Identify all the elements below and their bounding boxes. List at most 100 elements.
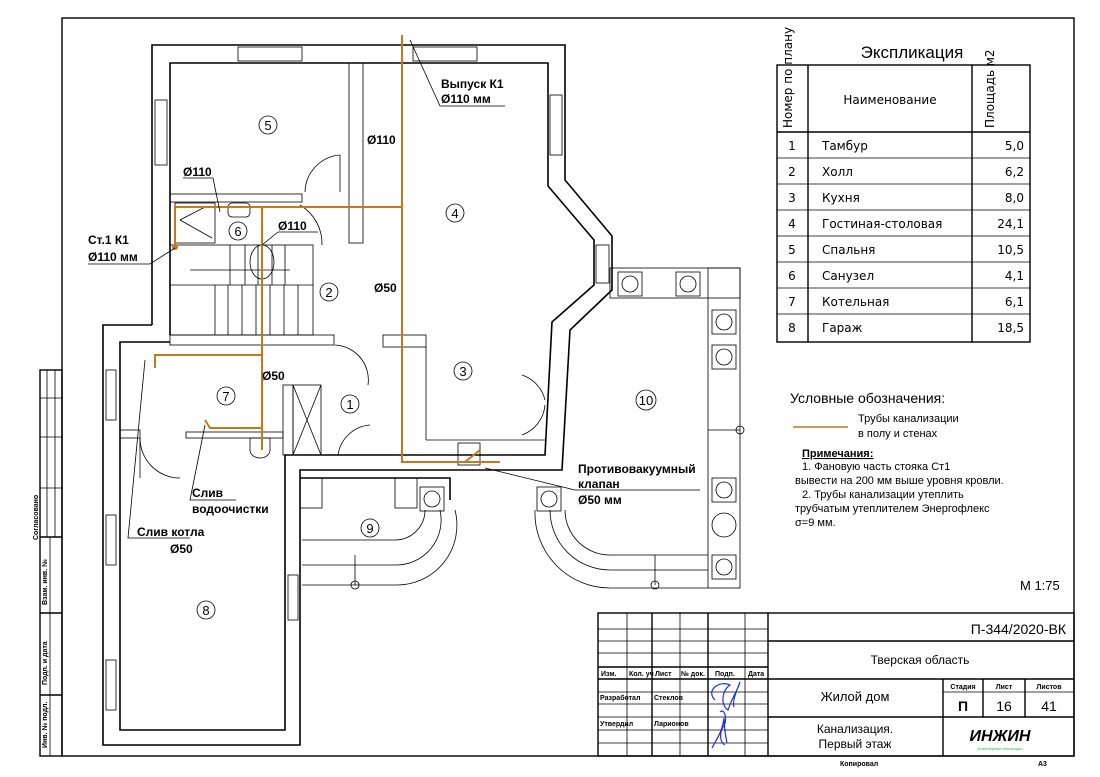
room-marker-6: 6 [228, 221, 248, 241]
explication-row: 7 Котельная 6,1 [788, 295, 1024, 309]
sheet-title: Канализация. [817, 722, 893, 736]
svg-text:Дата: Дата [748, 671, 764, 678]
room-marker-4: 4 [445, 203, 465, 223]
agreed-label: Согласовано [33, 495, 40, 540]
sheets-total: 41 [1041, 698, 1057, 714]
svg-text:4: 4 [451, 206, 458, 221]
row-area: 24,1 [997, 217, 1024, 231]
row-number: 3 [788, 191, 796, 205]
row-number: 2 [788, 165, 796, 179]
sign-date-label: Подп. и дата [42, 641, 49, 685]
legend: Условные обозначения: Трубы канализации … [790, 390, 959, 440]
room-marker-8: 8 [196, 600, 216, 620]
row-area: 8,0 [1005, 191, 1024, 205]
planters [419, 271, 737, 580]
row-number: 7 [788, 295, 796, 309]
document-code: П-344/2020-ВК [971, 621, 1067, 637]
legend-pipe-label-2: в полу и стенах [858, 428, 938, 440]
sheet-title-2: Первый этаж [819, 737, 892, 751]
stack-label: Ст.1 К1 [88, 233, 129, 247]
svg-text:σ=9 мм.: σ=9 мм. [795, 517, 836, 529]
explication-row: 1 Тамбур 5,0 [788, 139, 1024, 153]
row-area: 6,1 [1005, 295, 1024, 309]
approved-name: Ларионов [654, 721, 689, 728]
room-marker-10: 10 [635, 389, 657, 411]
row-name: Спальня [822, 243, 875, 257]
svg-text:Кол. уч: Кол. уч [629, 671, 654, 678]
svg-text:трубчатым утеплителем Энергофл: трубчатым утеплителем Энергофлекс [795, 503, 990, 515]
plan-labels: Выпуск К1 Ø110 мм Ø110 Ø110 Ø110 Ст.1 К1… [88, 77, 696, 556]
pipe-diameter: Ø110 [278, 219, 307, 233]
sheet-number: 16 [996, 698, 1012, 714]
title-block: П-344/2020-ВК Тверская область Жилой дом… [597, 612, 1075, 768]
svg-text:ИНЖИН: ИНЖИН [970, 728, 1031, 745]
svg-text:1. Фановую часть стояка Ст1: 1. Фановую часть стояка Ст1 [802, 461, 950, 473]
svg-text:1: 1 [346, 397, 353, 412]
row-name: Тамбур [821, 139, 868, 153]
svg-text:2. Трубы канализации утепли: 2. Трубы канализации утеплить [802, 489, 964, 501]
outlet-diameter: Ø110 мм [441, 92, 491, 106]
row-area: 10,5 [997, 243, 1024, 257]
svg-text:вывести на 200 мм выше уровня: вывести на 200 мм выше уровня кровли. [795, 475, 1004, 487]
explication-row: 6 Санузел 4,1 [788, 269, 1024, 283]
svg-text:Лист: Лист [655, 671, 672, 678]
explication-row: 3 Кухня 8,0 [788, 191, 1024, 205]
row-number: 6 [788, 269, 796, 283]
svg-text:10: 10 [639, 393, 653, 408]
inv-orig-label: Инв. № подл. [41, 701, 49, 748]
svg-text:2: 2 [325, 285, 332, 300]
replace-inv-label: Взам. инв. № [41, 559, 49, 605]
valve-diameter: Ø50 мм [578, 493, 622, 507]
staircase [169, 244, 314, 336]
boiler-drain-diameter: Ø50 [170, 542, 193, 556]
room-marker-1: 1 [340, 394, 360, 414]
row-number: 1 [788, 139, 796, 153]
valve-label: Противовакуумный [578, 462, 696, 476]
pipe-diameter: Ø50 [262, 369, 285, 383]
side-stamp: Согласовано Взам. инв. № Подп. и дата Ин… [33, 369, 63, 757]
boiler-drain-label: Слив котла [137, 525, 205, 539]
room-marker-5: 5 [258, 115, 278, 135]
room-numbers: 1 2 3 4 5 6 7 8 9 10 [196, 115, 657, 620]
scale-label: М 1:75 [1020, 578, 1060, 593]
svg-text:№ док.: № док. [681, 670, 705, 678]
room-marker-2: 2 [319, 282, 339, 302]
row-name: Кухня [822, 191, 860, 205]
room-marker-9: 9 [360, 518, 380, 538]
pipe-diameter: Ø110 [367, 133, 396, 147]
stack-diameter: Ø110 мм [88, 250, 138, 264]
region: Тверская область [871, 653, 970, 667]
room-marker-7: 7 [216, 386, 236, 406]
row-area: 5,0 [1005, 139, 1024, 153]
svg-text:Инженерные инновации: Инженерные инновации [977, 746, 1022, 751]
row-number: 4 [788, 217, 796, 231]
building-name: Жилой дом [821, 689, 890, 704]
row-name: Котельная [822, 295, 889, 309]
copied-label: Копировал [840, 761, 878, 768]
row-name: Санузел [822, 269, 874, 283]
svg-text:3: 3 [459, 364, 466, 379]
svg-text:Подп.: Подп. [715, 671, 735, 678]
row-number: 8 [788, 321, 796, 335]
sheet-frame [61, 17, 1075, 757]
svg-text:Изм.: Изм. [601, 671, 617, 678]
row-area: 18,5 [997, 321, 1024, 335]
svg-text:5: 5 [264, 118, 271, 133]
legend-pipe-label: Трубы канализации [858, 413, 959, 425]
pipe-diameter: Ø110 [183, 165, 212, 179]
developed-label: Разработал [600, 694, 640, 702]
header-number: Номер по плану [781, 27, 795, 128]
svg-text:Листов: Листов [1036, 684, 1062, 691]
water-drain-label-2: водоочистки [192, 502, 269, 516]
sewer-pipes [154, 35, 500, 463]
svg-text:7: 7 [222, 389, 229, 404]
approved-label: Утвердил [600, 721, 633, 728]
pipe-diameter: Ø50 [374, 281, 397, 295]
row-area: 4,1 [1005, 269, 1024, 283]
svg-text:9: 9 [366, 521, 373, 536]
notes: Примечания: 1. Фановую часть стояка Ст1 … [795, 448, 1004, 529]
developed-name: Стеклов [654, 695, 684, 702]
